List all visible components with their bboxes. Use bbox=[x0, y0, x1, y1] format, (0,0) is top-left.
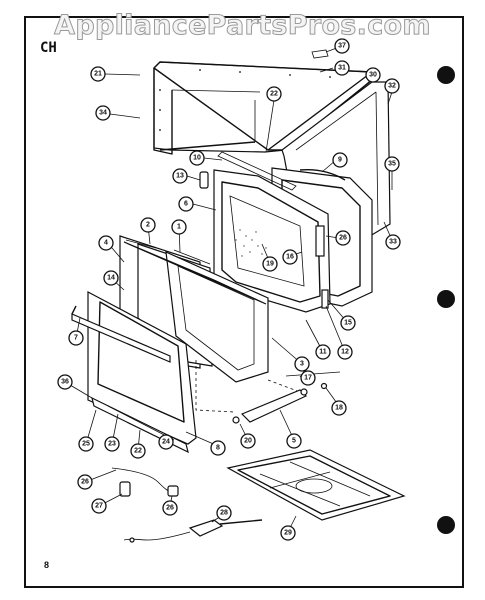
svg-text:10: 10 bbox=[193, 155, 201, 162]
callout-5: 5 bbox=[286, 433, 302, 449]
svg-text:26: 26 bbox=[166, 505, 174, 512]
svg-text:13: 13 bbox=[176, 173, 184, 180]
callout-18: 18 bbox=[331, 400, 347, 416]
callout-36: 36 bbox=[57, 374, 73, 390]
svg-text:30: 30 bbox=[369, 72, 377, 79]
callout-9: 9 bbox=[332, 152, 348, 168]
callout-7: 7 bbox=[68, 330, 84, 346]
svg-text:11: 11 bbox=[319, 349, 327, 356]
callout-27: 27 bbox=[91, 498, 107, 514]
callout-34: 34 bbox=[95, 105, 111, 121]
svg-text:14: 14 bbox=[107, 275, 115, 282]
callout-26: 26 bbox=[335, 230, 351, 246]
callout-26-b: 26 bbox=[77, 474, 93, 490]
callout-35: 35 bbox=[384, 156, 400, 172]
callout-12: 12 bbox=[337, 344, 353, 360]
svg-text:31: 31 bbox=[338, 65, 346, 72]
svg-text:37: 37 bbox=[338, 43, 346, 50]
callout-4: 4 bbox=[98, 235, 114, 251]
svg-text:4: 4 bbox=[104, 240, 108, 247]
svg-text:3: 3 bbox=[300, 361, 304, 368]
figure-tag: CH bbox=[40, 40, 57, 56]
door-inner-frame bbox=[199, 151, 331, 313]
svg-text:2: 2 bbox=[146, 222, 150, 229]
svg-text:36: 36 bbox=[61, 379, 69, 386]
callout-22: 22 bbox=[266, 86, 282, 102]
page-number: 8 bbox=[44, 560, 50, 570]
binder-hole-middle bbox=[437, 290, 455, 308]
callout-13: 13 bbox=[172, 168, 188, 184]
callout-11: 11 bbox=[315, 344, 331, 360]
callout-20: 20 bbox=[240, 433, 256, 449]
callout-26-c: 26 bbox=[162, 500, 178, 516]
svg-text:27: 27 bbox=[95, 503, 103, 510]
svg-text:16: 16 bbox=[286, 254, 294, 261]
callout-31: 31 bbox=[334, 60, 350, 76]
svg-text:24: 24 bbox=[162, 439, 170, 446]
callout-37: 37 bbox=[334, 38, 350, 54]
svg-text:26: 26 bbox=[81, 479, 89, 486]
callout-2: 2 bbox=[140, 217, 156, 233]
binder-hole-top bbox=[437, 66, 455, 84]
hinge-arm bbox=[232, 370, 341, 424]
callout-24: 24 bbox=[158, 434, 174, 450]
meat-probe bbox=[123, 519, 263, 543]
callout-21: 21 bbox=[90, 66, 106, 82]
callout-23: 23 bbox=[104, 436, 120, 452]
svg-text:35: 35 bbox=[388, 161, 396, 168]
svg-text:22: 22 bbox=[134, 448, 142, 455]
svg-text:29: 29 bbox=[284, 530, 292, 537]
callout-17: 17 bbox=[300, 370, 316, 386]
svg-text:28: 28 bbox=[220, 510, 228, 517]
svg-text:8: 8 bbox=[216, 445, 220, 452]
callout-19: 19 bbox=[262, 256, 278, 272]
svg-text:33: 33 bbox=[389, 239, 397, 246]
callout-15: 15 bbox=[340, 315, 356, 331]
svg-text:5: 5 bbox=[292, 438, 296, 445]
binder-hole-bottom bbox=[437, 516, 455, 534]
glass-panels bbox=[119, 235, 269, 383]
callout-3: 3 bbox=[294, 356, 310, 372]
svg-text:26: 26 bbox=[339, 235, 347, 242]
callout-1: 1 bbox=[171, 219, 187, 235]
svg-text:6: 6 bbox=[184, 201, 188, 208]
svg-text:23: 23 bbox=[108, 441, 116, 448]
callout-30: 30 bbox=[365, 67, 381, 83]
svg-text:9: 9 bbox=[338, 157, 342, 164]
callout-16: 16 bbox=[282, 249, 298, 265]
svg-text:17: 17 bbox=[304, 375, 312, 382]
meat-probe-wiring bbox=[111, 467, 179, 497]
callout-33: 33 bbox=[385, 234, 401, 250]
broil-pan bbox=[226, 449, 406, 521]
svg-text:21: 21 bbox=[94, 71, 102, 78]
page-frame bbox=[24, 16, 464, 588]
svg-text:34: 34 bbox=[99, 110, 107, 117]
svg-text:18: 18 bbox=[335, 405, 343, 412]
svg-text:20: 20 bbox=[244, 438, 252, 445]
svg-text:12: 12 bbox=[341, 349, 349, 356]
svg-text:22: 22 bbox=[270, 91, 278, 98]
callout-22-b: 22 bbox=[130, 443, 146, 459]
svg-text:19: 19 bbox=[266, 261, 274, 268]
callout-25: 25 bbox=[78, 436, 94, 452]
svg-text:25: 25 bbox=[82, 441, 90, 448]
callout-8: 8 bbox=[210, 440, 226, 456]
callout-29: 29 bbox=[280, 525, 296, 541]
callout-10: 10 bbox=[189, 150, 205, 166]
callout-14: 14 bbox=[103, 270, 119, 286]
callout-28: 28 bbox=[216, 505, 232, 521]
svg-text:15: 15 bbox=[344, 320, 352, 327]
svg-text:1: 1 bbox=[177, 224, 181, 231]
callout-6: 6 bbox=[178, 196, 194, 212]
callout-32: 32 bbox=[384, 78, 400, 94]
svg-text:32: 32 bbox=[388, 83, 396, 90]
svg-text:7: 7 bbox=[74, 335, 78, 342]
